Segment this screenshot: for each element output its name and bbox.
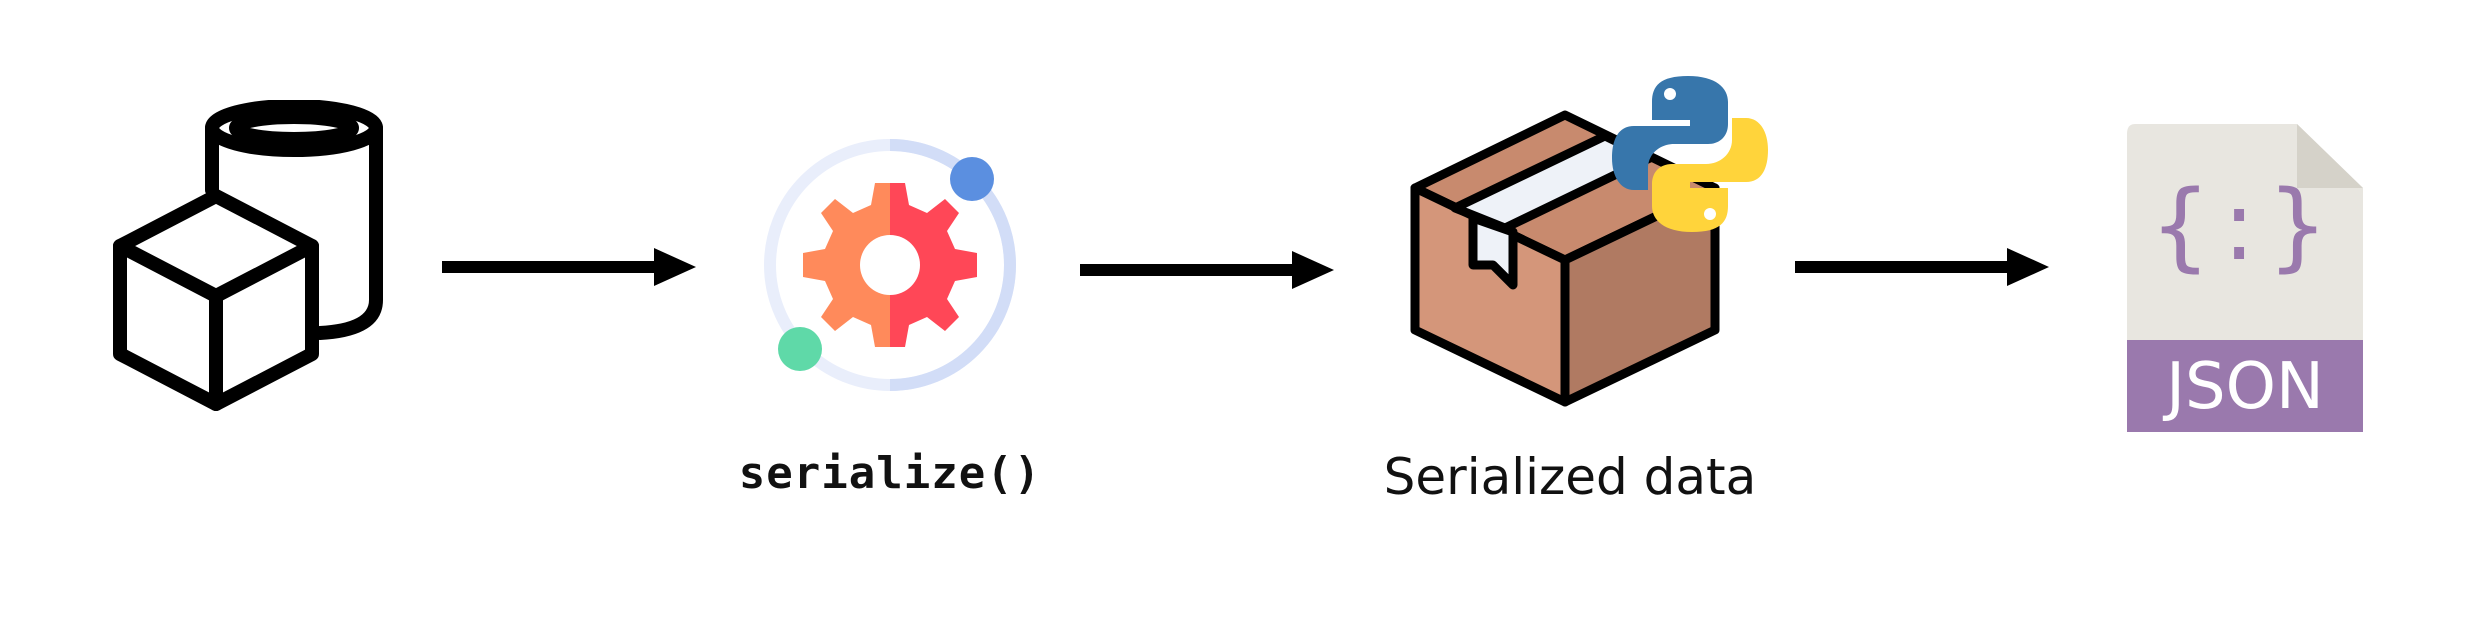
python-logo <box>1610 72 1770 237</box>
serialized-data-label: Serialized data <box>1383 448 1757 506</box>
flow-arrow-2 <box>1078 245 1338 300</box>
flow-arrow-3 <box>1793 242 2053 297</box>
gear-icon <box>755 135 1025 405</box>
json-file-icon: {:} JSON <box>2125 122 2365 434</box>
serialize-label: serialize() <box>738 448 1042 499</box>
database-objects-icon <box>110 100 390 430</box>
json-braces-glyph: {:} <box>2149 170 2341 282</box>
flow-arrow-1 <box>440 242 700 297</box>
json-file-label: JSON <box>2166 350 2324 424</box>
